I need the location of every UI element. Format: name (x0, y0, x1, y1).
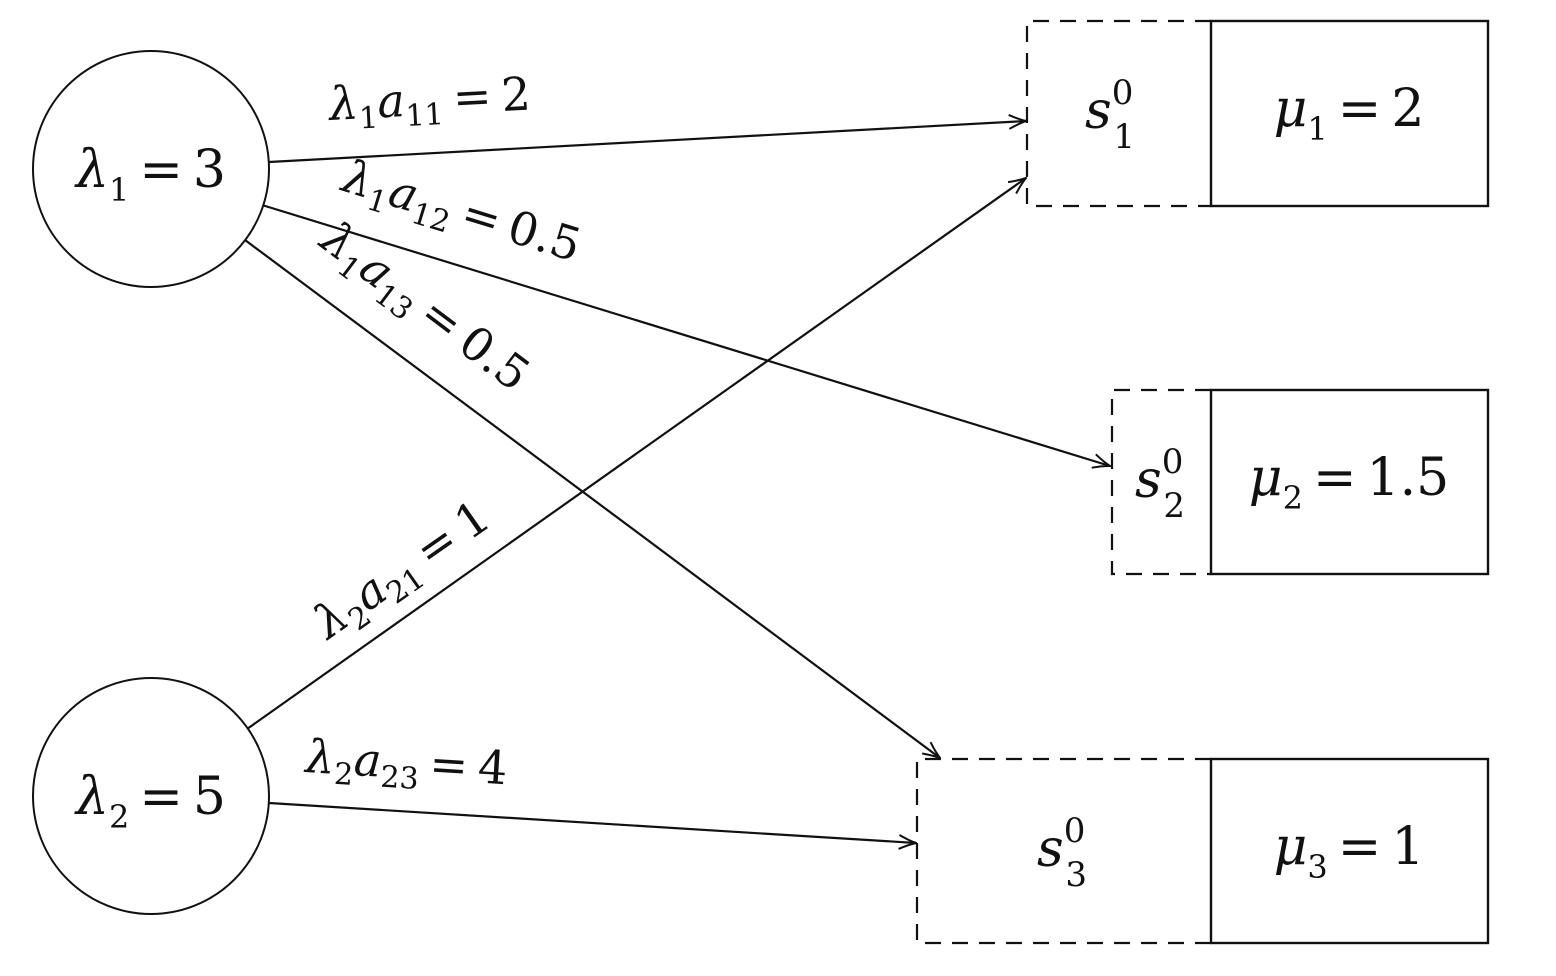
queue-box-s2 (1110, 388, 1211, 576)
edge-lambda2-to-s3 (268, 801, 916, 843)
edge-label-group-l1a12: λ1a12=0.5 (333, 148, 588, 279)
server-boxes (1209, 19, 1490, 945)
arrival-nodes (32, 50, 270, 915)
queue-box-s3 (915, 757, 1211, 945)
arrival-label-lambda2: λ2=5 (74, 767, 226, 836)
edge-label-l1a11: λ1a11=2 (326, 67, 533, 139)
server-label-mu1: μ1=2 (1274, 79, 1425, 148)
server-box-mu1 (1209, 19, 1490, 208)
arrival-node-lambda1 (32, 50, 270, 288)
server-label-mu3: μ3=1 (1274, 817, 1425, 886)
arrival-node-lambda2 (32, 677, 270, 915)
queue-boxes (915, 19, 1211, 945)
edge-lambda1-to-s2 (261, 203, 1110, 466)
edge-label-group-l2a21: λ2a21=1 (302, 489, 504, 656)
server-label-mu2: μ2=1.5 (1249, 448, 1449, 517)
edge-label-l2a21: λ2a21=1 (302, 489, 504, 656)
server-box-mu2 (1209, 388, 1490, 576)
edge-label-group-l2a23: λ2a23=4 (302, 729, 509, 802)
edge-lambda1-to-s3 (244, 239, 940, 758)
arrival-label-lambda1: λ1=3 (74, 140, 226, 209)
edges (244, 121, 1110, 843)
edge-lambda2-to-s1 (246, 178, 1026, 730)
edge-label-l2a23: λ2a23=4 (302, 729, 509, 802)
edge-label-group-l1a11: λ1a11=2 (326, 67, 533, 139)
server-box-mu3 (1209, 757, 1490, 945)
edge-lambda1-to-s1 (268, 121, 1026, 164)
edge-label-l1a12: λ1a12=0.5 (333, 148, 588, 279)
queue-box-s1 (1025, 19, 1211, 208)
